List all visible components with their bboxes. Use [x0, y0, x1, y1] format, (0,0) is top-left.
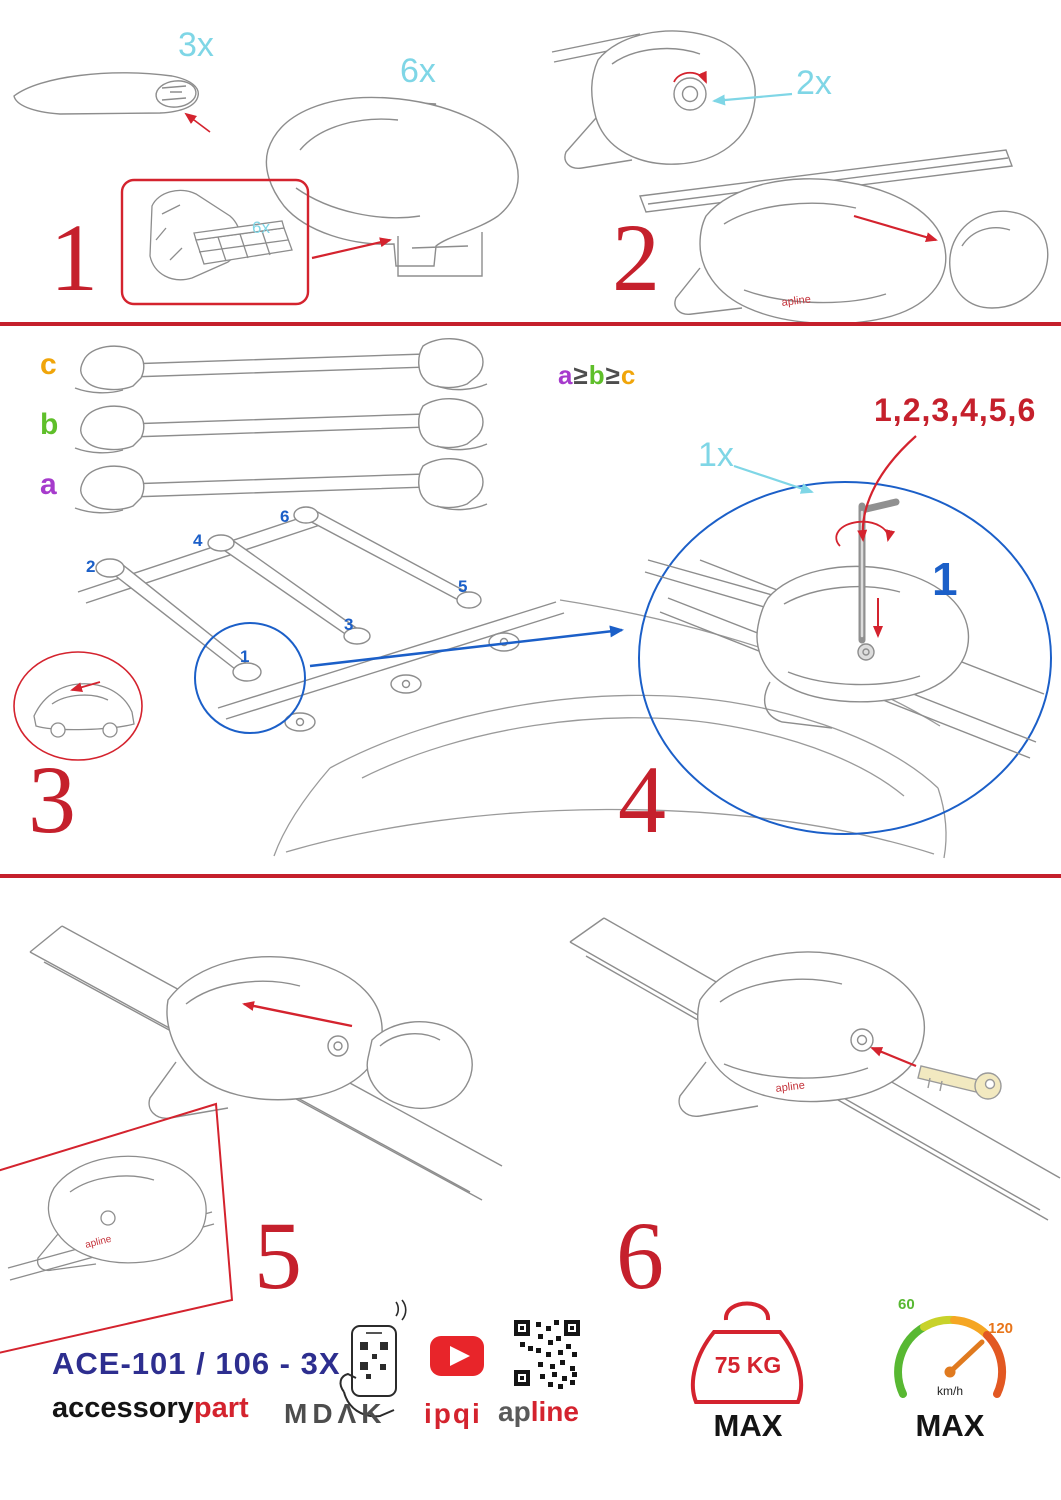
roof-position-2: 2	[86, 557, 96, 576]
rule-a: a	[558, 360, 574, 390]
crossbar-b-drawing	[74, 398, 488, 454]
step4-foot-detail-drawing	[644, 559, 1045, 759]
car-inset-frame	[13, 651, 143, 761]
step-number-5: 5	[254, 1202, 302, 1309]
tighten-sequence: 1,2,3,4,5,6	[874, 392, 1037, 428]
detail-link-arrow	[309, 625, 624, 668]
step6-drawing	[569, 917, 1061, 1221]
speed-high-label: 120	[988, 1320, 1014, 1337]
step1-foot-drawing	[265, 96, 519, 277]
step-number-2: 2	[612, 204, 660, 311]
qty-label-bar-3x: 3x	[178, 26, 214, 64]
sequence-first-number: 1	[932, 553, 958, 605]
rule-c: c	[620, 360, 637, 390]
ipqi-logo: ipqi	[424, 1398, 482, 1429]
apline-ap: ap	[498, 1396, 531, 1427]
qr-code	[514, 1320, 580, 1389]
apline-sticker-step2: apline	[781, 293, 812, 308]
car-inset-drawing	[33, 683, 135, 738]
crossbar-a-drawing	[74, 458, 488, 514]
step1-inset-frame	[120, 178, 310, 306]
section-divider-2	[0, 874, 1061, 878]
speed-low-label: 60	[898, 1296, 915, 1313]
roof-position-1: 1	[240, 647, 250, 666]
step2-top-foot-drawing	[551, 30, 756, 169]
speedometer-icon	[894, 1315, 1007, 1398]
roof-position-3: 3	[344, 615, 354, 634]
step2-bottom-assembly-drawing	[639, 149, 1049, 325]
brand-accessory: accessory	[52, 1392, 194, 1424]
model-number: ACE-101 / 106 - 3X	[52, 1346, 341, 1381]
step-number-1: 1	[50, 204, 98, 311]
roof-rails-and-bars	[77, 506, 565, 732]
qty-label-foot-6x: 6x	[400, 52, 436, 90]
apline-logo: apline	[498, 1396, 579, 1428]
key-drawing	[917, 1065, 1002, 1100]
step2-qty-arrow	[712, 92, 793, 106]
step4-detail-circle	[638, 481, 1052, 835]
crossbar-c-drawing	[74, 338, 488, 394]
qty-label-tool-1x: 1x	[698, 436, 734, 474]
step2-knob-rotate-arrow	[673, 70, 707, 84]
step-number-3: 3	[28, 746, 76, 853]
order-rule: a≥b≥c	[558, 360, 636, 391]
apline-line: line	[530, 1396, 579, 1427]
step1-inset-arrow	[311, 237, 392, 260]
bar-label-c: c	[40, 348, 57, 381]
step4-sequence-arrow	[857, 435, 917, 542]
rule-b: b	[588, 360, 606, 390]
step5-cover-arrow	[242, 1001, 353, 1028]
roof-position-6: 6	[280, 507, 290, 526]
rule-gte-2: ≥	[605, 360, 621, 390]
qty-label-pad-6x: 6x	[252, 218, 270, 237]
car-inset-arrow	[70, 681, 101, 693]
weight-limit-max: MAX	[713, 1408, 783, 1443]
step1-pad-drawing	[149, 189, 293, 281]
step6-key-arrow	[870, 1046, 917, 1068]
step5-inset-drawing	[7, 1155, 215, 1281]
apline-sticker-step6: apline	[775, 1079, 806, 1094]
speed-unit-label: km/h	[936, 1384, 963, 1398]
step4-qty-arrow	[733, 464, 814, 494]
bar-label-a: a	[40, 468, 57, 501]
bar-label-b: b	[40, 408, 59, 441]
step1-bar-pointer-arrow	[184, 112, 211, 133]
step5-drawing	[29, 925, 503, 1201]
step2-endcap-arrow	[853, 214, 938, 242]
step-number-4: 4	[618, 746, 666, 853]
accessorypart-logo: accessorypart	[52, 1392, 249, 1425]
mdak-logo: MDΛK	[284, 1398, 387, 1429]
step1-crossbar-drawing	[13, 72, 199, 115]
brand-part: part	[193, 1392, 249, 1424]
roof-position-4: 4	[193, 531, 203, 550]
step4-rotate-arrow	[835, 520, 896, 547]
rule-gte-1: ≥	[573, 360, 589, 390]
section-divider-1	[0, 322, 1061, 326]
phone-scan-icon	[339, 1299, 407, 1418]
step5-inset-frame	[0, 1102, 234, 1354]
qty-label-knob-2x: 2x	[796, 64, 832, 102]
roof-position-5: 5	[458, 577, 468, 596]
step-number-6: 6	[616, 1202, 664, 1309]
position1-highlight-circle	[194, 622, 306, 734]
youtube-icon	[430, 1336, 484, 1376]
weight-limit-value: 75 KG	[714, 1352, 782, 1378]
weight-limit-icon	[690, 1301, 804, 1404]
speed-limit-max: MAX	[915, 1408, 985, 1443]
